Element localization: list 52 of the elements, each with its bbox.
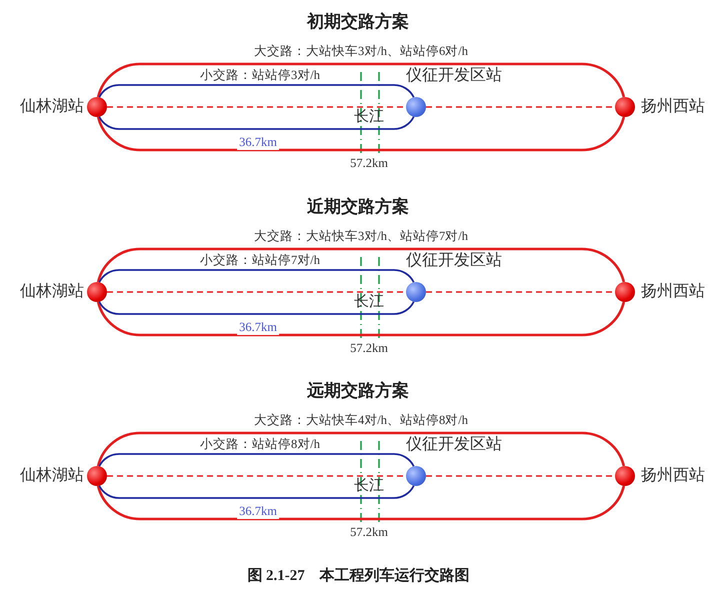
edge-label: 36.7km <box>237 320 279 335</box>
edge-label: 36.7km <box>237 504 279 519</box>
station-name: 仙林湖站 <box>20 466 84 486</box>
edge-label: 大交路：大站快车3对/h、站站停7对/h <box>252 229 470 244</box>
route-loop <box>96 486 626 520</box>
route-loop <box>96 248 626 282</box>
rail-line <box>107 291 406 293</box>
rail-line <box>426 475 615 477</box>
edge-label: 小交路：站站停3对/h <box>198 68 322 83</box>
route-loop <box>96 432 626 466</box>
route-loop <box>98 269 414 283</box>
station-name: 仙林湖站 <box>20 97 84 117</box>
rail-line <box>107 106 406 108</box>
edge-label: 大交路：大站快车3对/h、站站停6对/h <box>252 44 470 59</box>
station-name: 仪征开发区站 <box>406 435 502 455</box>
edge-label: 36.7km <box>237 135 279 150</box>
route-loop <box>98 453 414 467</box>
station-circle <box>406 97 426 117</box>
route-loop <box>96 116 626 152</box>
route-loop <box>98 116 414 130</box>
edge-label: 小交路：站站停7对/h <box>198 253 322 268</box>
rail-line <box>426 291 615 293</box>
route-loop <box>98 485 414 499</box>
panel-title: 初期交路方案 <box>307 11 409 33</box>
station-circle <box>615 466 635 486</box>
route-loop <box>98 84 414 98</box>
rail-line <box>107 475 406 477</box>
station-circle <box>406 282 426 302</box>
station-name: 仪征开发区站 <box>406 251 502 271</box>
station-circle <box>87 282 107 302</box>
panel-title: 远期交路方案 <box>307 380 409 402</box>
station-name: 仙林湖站 <box>20 282 84 302</box>
station-circle <box>406 466 426 486</box>
station-circle <box>87 466 107 486</box>
station-circle <box>615 282 635 302</box>
river-name: 长江 <box>354 292 384 311</box>
edge-label: 大交路：大站快车4对/h、站站停8对/h <box>252 413 470 428</box>
station-name: 扬州西站 <box>641 466 705 486</box>
station-name: 扬州西站 <box>641 97 705 117</box>
route-loop <box>96 62 626 98</box>
route-loop <box>96 302 626 336</box>
river-name: 长江 <box>354 476 384 495</box>
station-name: 仪征开发区站 <box>406 66 502 86</box>
panel-title: 近期交路方案 <box>307 196 409 218</box>
station-name: 扬州西站 <box>641 282 705 302</box>
rail-line <box>426 106 615 108</box>
station-circle <box>87 97 107 117</box>
route-loop <box>98 301 414 315</box>
figure-caption: 图 2.1-27 本工程列车运行交路图 <box>247 566 470 585</box>
edge-label: 小交路：站站停8对/h <box>198 437 322 452</box>
station-circle <box>615 97 635 117</box>
river-name: 长江 <box>354 108 384 126</box>
